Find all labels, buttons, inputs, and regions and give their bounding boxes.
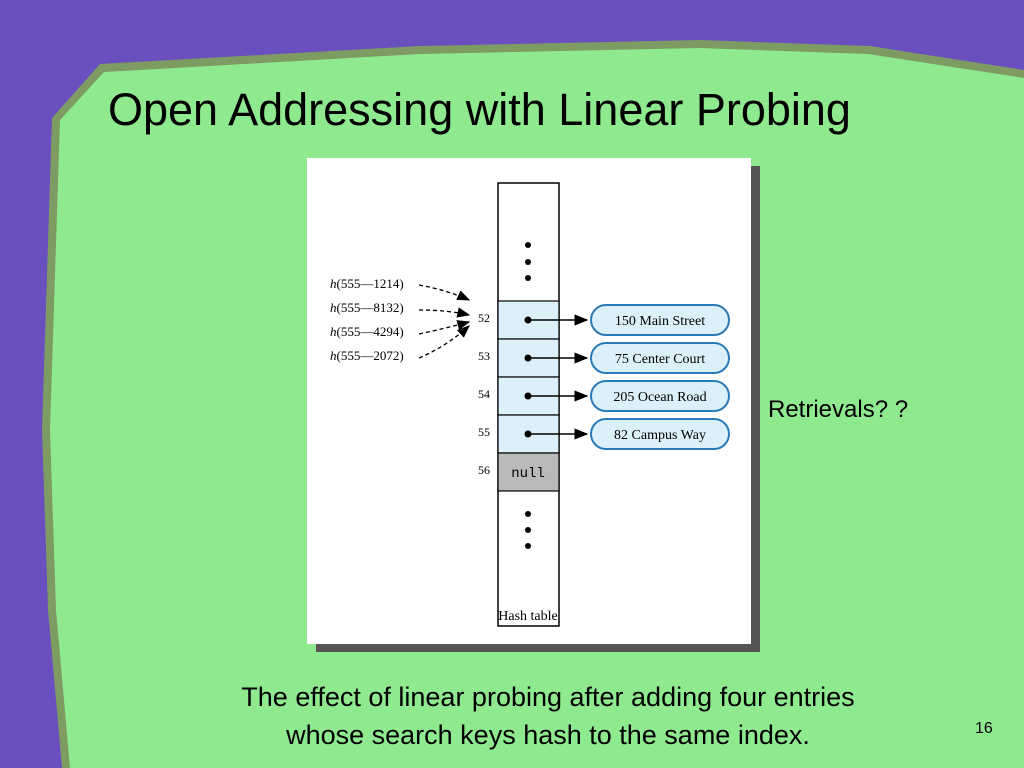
index-label: 56 <box>478 463 490 477</box>
table-cell <box>497 452 560 492</box>
vertical-ellipsis-icon <box>525 242 531 281</box>
slide-number: 16 <box>975 720 993 737</box>
index-label: 54 <box>478 387 490 401</box>
vertical-ellipsis-icon <box>525 511 531 549</box>
entry-label: 75 Center Court <box>615 352 705 367</box>
hash-table-figure: 52 150 Main Street 53 75 Center Court 54 205 … <box>307 158 751 644</box>
dashed-arrow-icon <box>418 284 471 359</box>
figure-caption: The effect of linear probing after addin… <box>148 678 948 754</box>
index-label: 55 <box>478 425 490 439</box>
null-label: null <box>511 466 545 482</box>
hash-key-label: h(555—4294) <box>330 324 404 339</box>
entry-label: 150 Main Street <box>615 314 705 329</box>
hash-key-label: h(555—2072) <box>330 348 404 363</box>
entry-node <box>590 304 730 336</box>
table-caption: Hash table <box>498 609 557 624</box>
entry-label: 82 Campus Way <box>614 428 706 443</box>
entry-node <box>590 380 730 412</box>
entry-label: 205 Ocean Road <box>613 390 706 405</box>
hash-key-label: h(555—8132) <box>330 300 404 315</box>
hash-key-label: h(555—1214) <box>330 276 404 291</box>
caption-line-1: The effect of linear probing after addin… <box>241 682 855 712</box>
hash-table-diagram: 52 150 Main Street 53 75 Center Court 54 205 … <box>330 182 730 627</box>
entry-node <box>590 342 730 374</box>
index-label: 53 <box>478 349 490 363</box>
caption-line-2: whose search keys hash to the same index… <box>286 720 810 750</box>
entry-node <box>590 418 730 450</box>
retrievals-note: Retrievals? ? <box>768 396 909 423</box>
index-label: 52 <box>478 311 490 325</box>
slide-title: Open Addressing with Linear Probing <box>108 84 851 135</box>
